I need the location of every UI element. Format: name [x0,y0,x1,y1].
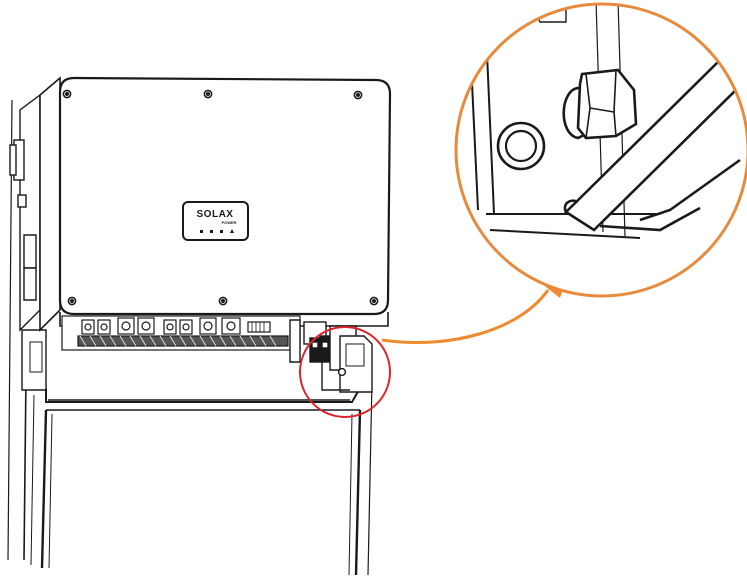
connector-strip [61,315,301,351]
logo-panel: SOLAX POWER [182,201,249,241]
cover-screws [62,89,379,306]
zoom-detail [456,4,747,296]
zoom-ring [454,2,747,298]
ac-terminal-block [289,319,373,393]
inverter-side-heatsink [9,93,47,391]
led-dot-icon [200,230,203,233]
brand-logo: SOLAX [197,209,234,220]
led-dot-icon [210,230,213,233]
brand-logo-sub: POWER [221,220,236,225]
mounting-highlight-ring [299,326,391,418]
inverter-body [39,76,392,332]
battery-cabinet [7,99,373,576]
bolt-icon [562,68,638,140]
led-dot-icon [220,230,223,233]
warning-triangle-icon [230,229,234,233]
